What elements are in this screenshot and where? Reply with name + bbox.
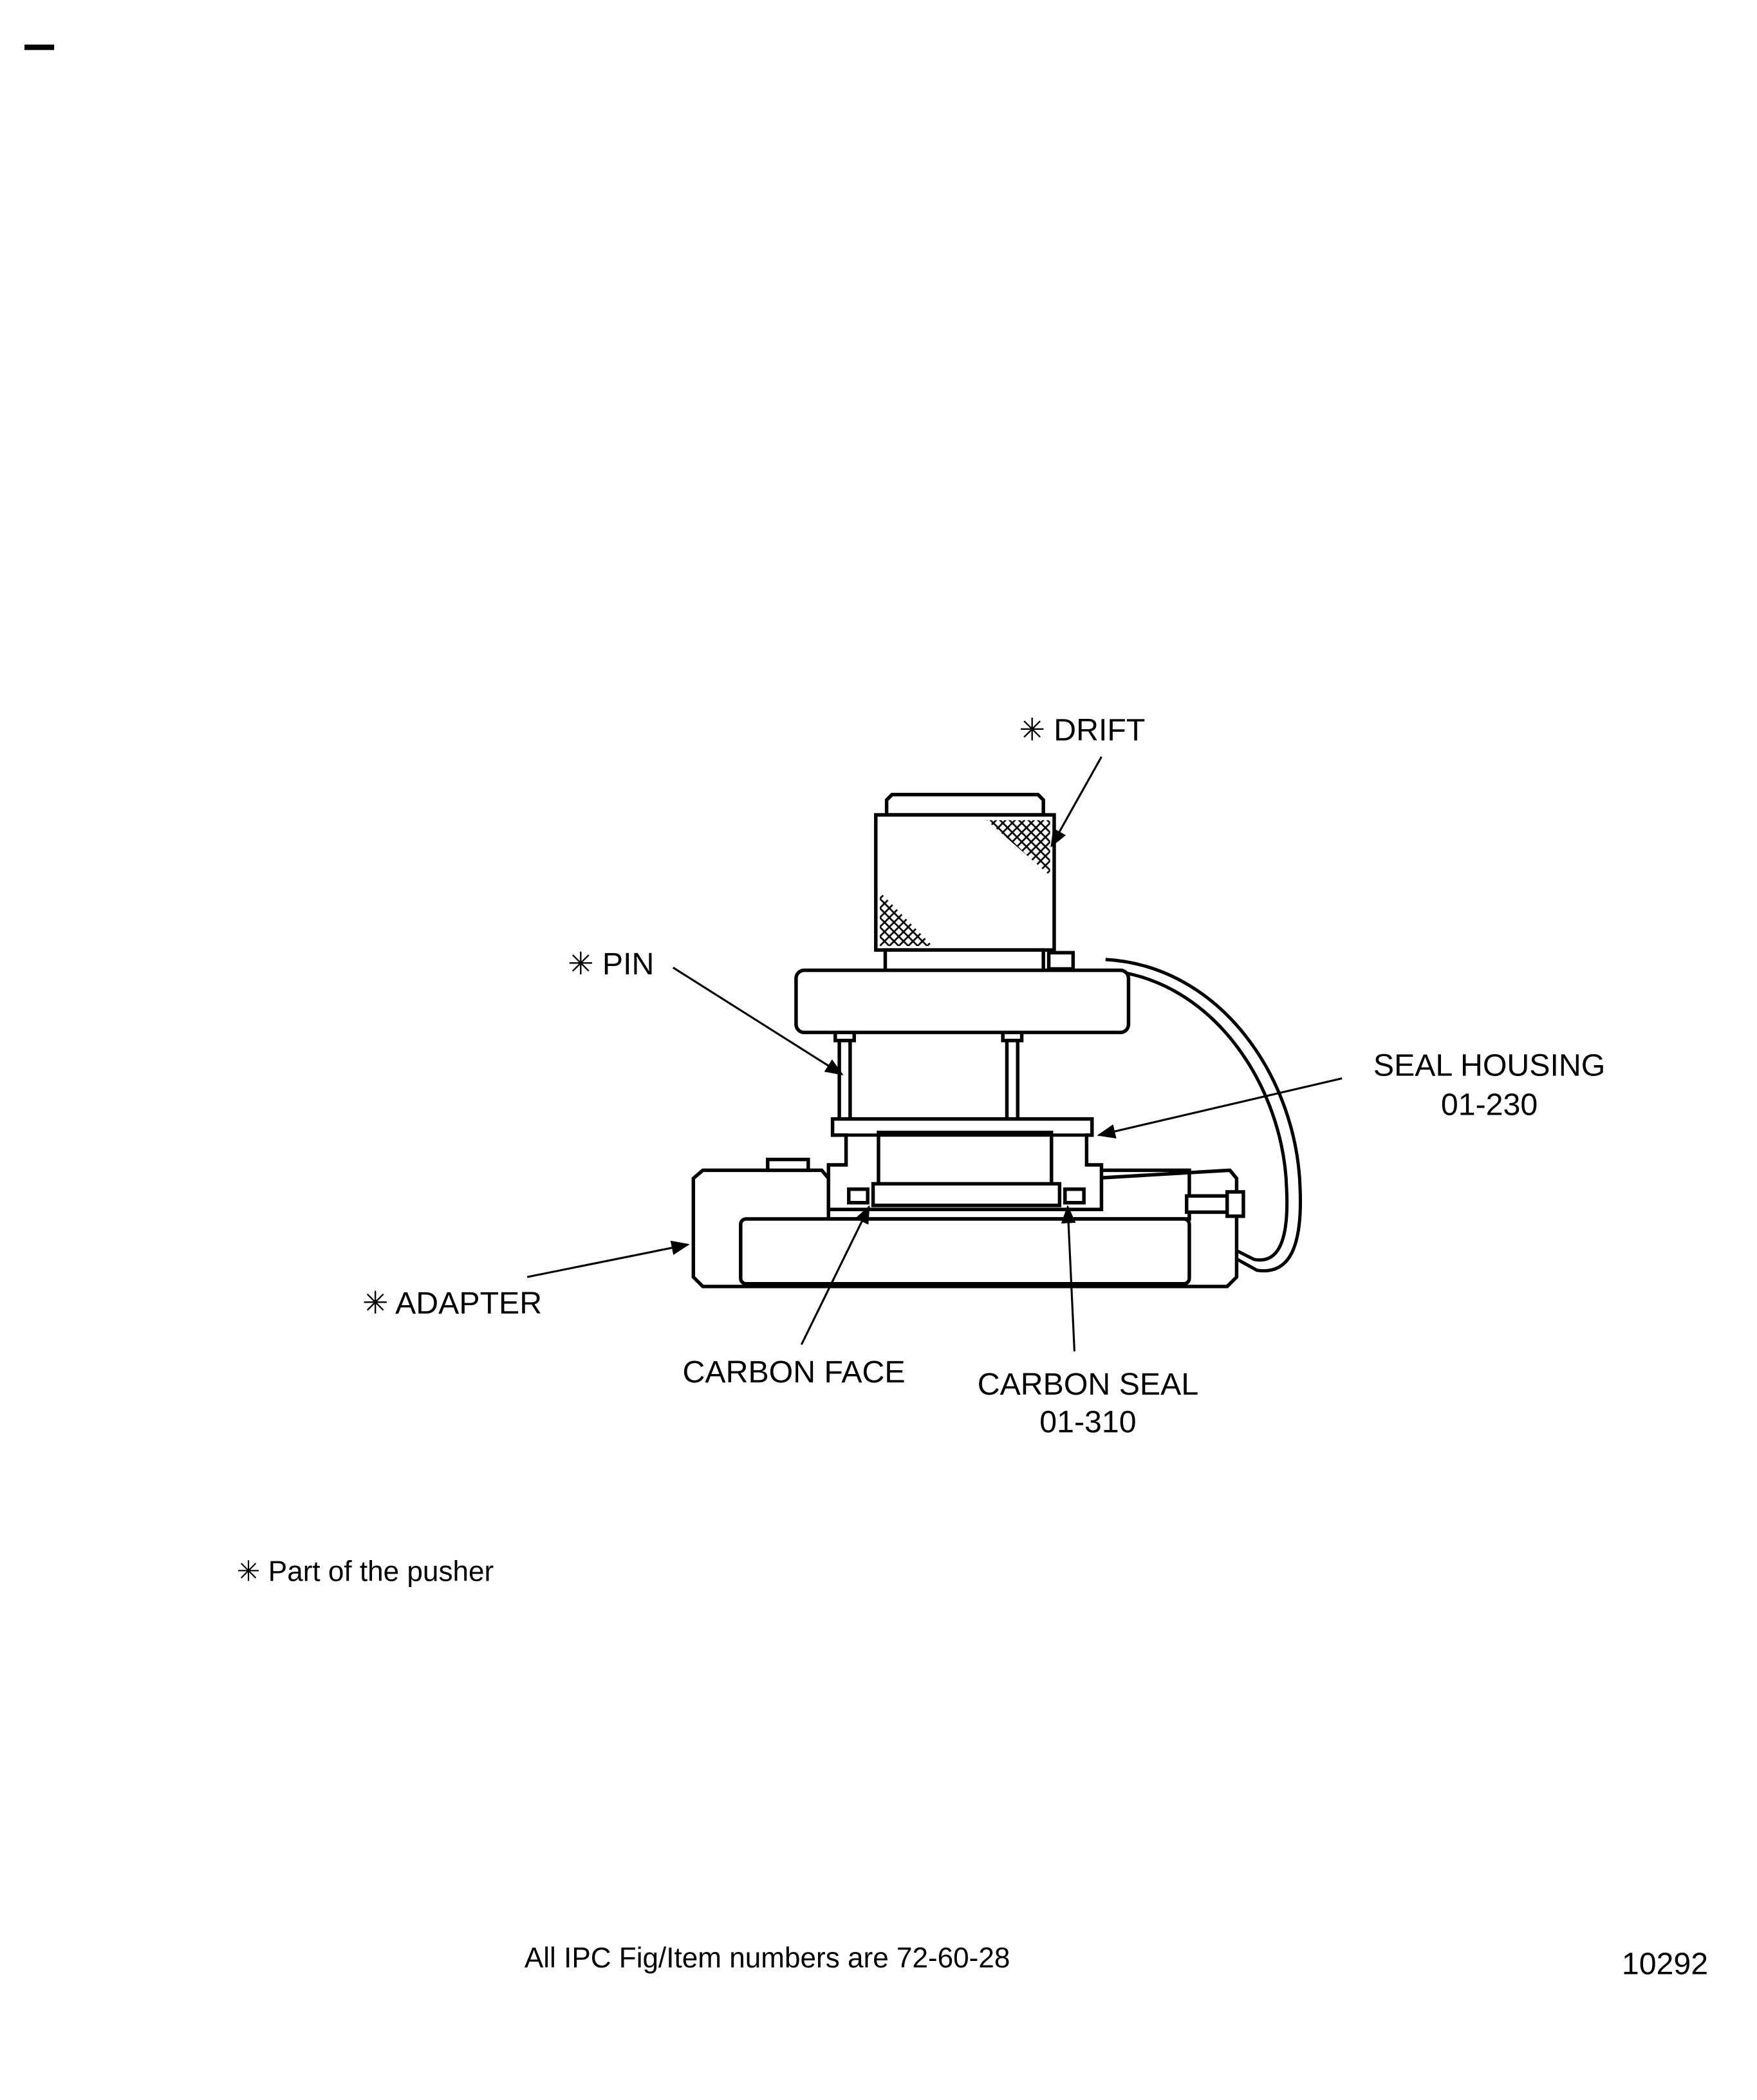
adapter-label: ✳ ADAPTER — [362, 1286, 542, 1321]
carbon-seal-number: 01-310 — [1039, 1405, 1136, 1440]
carbon-seal-label: CARBON SEAL — [978, 1367, 1198, 1402]
drift-label: ✳ DRIFT — [1019, 713, 1145, 748]
carbon-face-label: CARBON FACE — [683, 1355, 906, 1389]
carbon-face-leader-arrow — [800, 1205, 870, 1345]
adapter-leader-arrow — [526, 1240, 690, 1278]
figure-number: 10292 — [1622, 1947, 1708, 1982]
pins — [833, 1030, 1024, 1126]
pin-label: ✳ PIN — [568, 947, 654, 981]
hose — [1105, 958, 1303, 1273]
drift-leader-arrow — [1050, 756, 1102, 848]
seal-housing-number: 01-230 — [1441, 1087, 1538, 1122]
corner-dash-mark — [24, 44, 55, 50]
footnote: ✳ Part of the pusher — [237, 1556, 494, 1588]
seal-housing-label: SEAL HOUSING — [1373, 1048, 1605, 1083]
seal-housing-leader-arrow — [1097, 1077, 1343, 1139]
pusher-plate — [794, 968, 1131, 1034]
ipc-note: All IPC Fig/Item numbers are 72-60-28 — [525, 1942, 1010, 1974]
pin-leader-arrow — [672, 967, 844, 1075]
seal-housing — [826, 1117, 1104, 1211]
carbon-seal-leader-arrow — [1061, 1205, 1076, 1352]
drift — [874, 792, 1075, 974]
